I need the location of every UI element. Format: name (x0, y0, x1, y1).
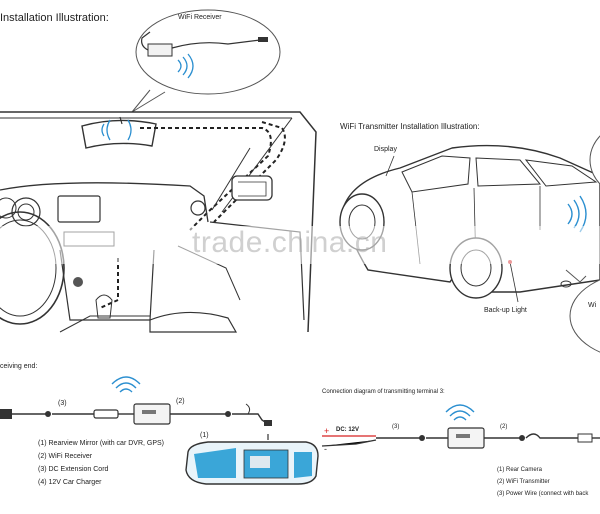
mirror-number: (1) (200, 432, 209, 439)
transmitter-cord-number: (3) (392, 424, 400, 430)
receiver-illustration-title: Installation Illustration: (0, 12, 109, 24)
receiving-end-title: ceiving end: (0, 363, 38, 370)
legend-item: (2) WiFi Receiver (38, 453, 93, 460)
legend-item: (3) Power Wire (connect with back (497, 491, 589, 497)
legend-item: (1) Rearview Mirror (with car DVR, GPS) (38, 440, 165, 447)
receiving-end-legend: (1) Rearview Mirror (with car DVR, GPS) … (38, 437, 164, 489)
transmitter-illustration-title: WiFi Transmitter Installation Illustrati… (340, 122, 480, 131)
watermark-text: trade.china.cn (192, 226, 388, 259)
legend-item: (2) WiFi Transmitter (497, 479, 550, 485)
receiver-cord-number: (3) (58, 400, 67, 407)
display-label: Display (374, 146, 397, 153)
cut-off-label: Wi (588, 302, 597, 309)
backup-light-label: Back-up Light (484, 307, 527, 314)
legend-item: (4) 12V Car Charger (38, 479, 102, 486)
wifi-receiver-bubble-label: WiFi Receiver (178, 14, 222, 21)
positive-sign: + (324, 426, 330, 436)
transmitting-end-legend: (1) Rear Camera (2) WiFi Transmitter (3)… (497, 464, 588, 500)
transmitting-end-title: Connection diagram of transmitting termi… (322, 389, 445, 395)
negative-sign: - (324, 444, 327, 454)
watermark-band (0, 226, 600, 264)
legend-item: (1) Rear Camera (497, 467, 543, 473)
dc-voltage-label: DC: 12V (336, 427, 360, 433)
receiver-number: (2) (176, 398, 185, 405)
transmitter-number: (2) (500, 424, 508, 430)
legend-item: (3) DC Extension Cord (38, 466, 109, 473)
